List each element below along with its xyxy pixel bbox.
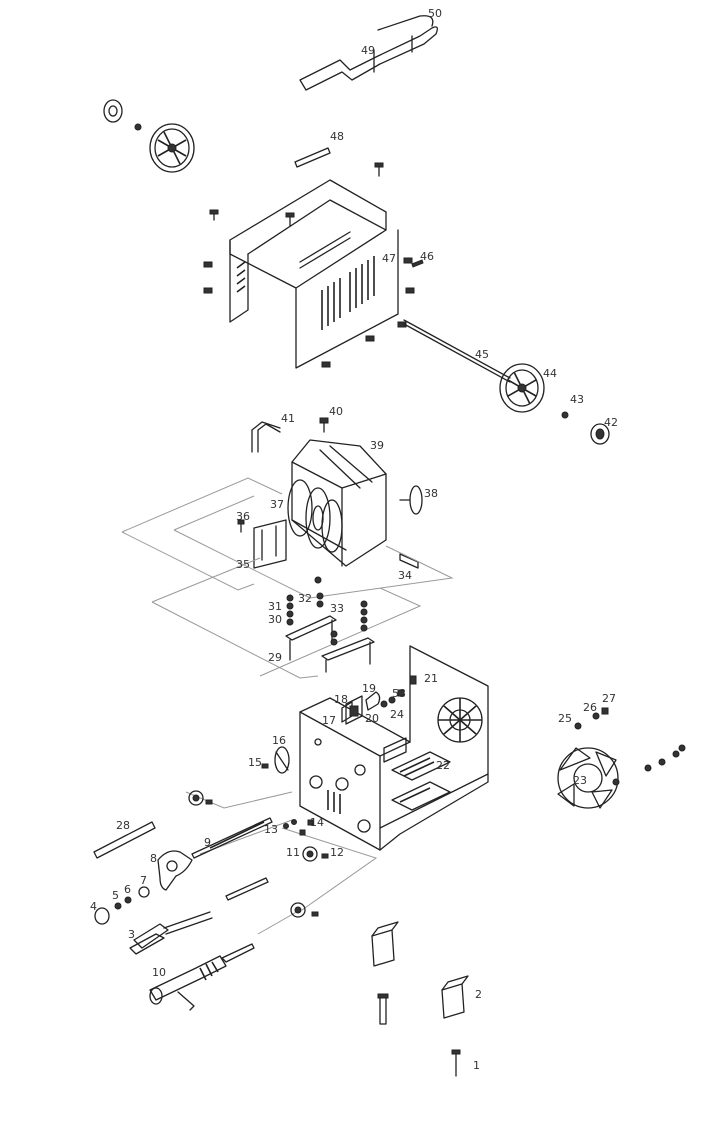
callout-13: 13	[264, 823, 278, 836]
callout-46: 46	[420, 250, 434, 263]
bolt	[377, 993, 389, 1025]
callout-37: 37	[270, 498, 284, 511]
callout-10: 10	[152, 966, 166, 979]
callout-50: 50	[428, 7, 442, 20]
callout-20: 20	[365, 712, 379, 725]
foot-left	[371, 921, 399, 967]
cable-gland-upper	[188, 790, 213, 806]
small-parts-4-7	[94, 886, 150, 925]
callout-38: 38	[424, 487, 438, 500]
cable-9	[191, 817, 273, 859]
switch-parts	[341, 675, 417, 725]
axle-rod-48	[294, 147, 331, 168]
callout-36: 36	[236, 510, 250, 523]
carry-handle	[299, 15, 438, 91]
callout-40: 40	[329, 405, 343, 418]
terminals-11-14	[283, 819, 329, 862]
callout-32: 32	[298, 592, 312, 605]
callout-1: 1	[473, 1059, 480, 1072]
cable-gland-lower	[290, 902, 319, 918]
bracket-34	[399, 553, 419, 569]
callout-33: 33	[330, 602, 344, 615]
callout-29: 29	[268, 651, 282, 664]
callout-22: 22	[436, 759, 450, 772]
top-cover-screws	[203, 162, 424, 368]
callout-17: 17	[322, 714, 336, 727]
knob-16	[261, 746, 290, 774]
callout-labels: 50 49 48 47 46 45 44 43 42 41 40 39 38 3…	[90, 7, 618, 1072]
callout-5: 5	[112, 889, 119, 902]
callout-43: 43	[570, 393, 584, 406]
top-cover-47	[229, 179, 399, 369]
callout-14: 14	[310, 816, 324, 829]
callout-27: 27	[602, 692, 616, 705]
callout-21: 21	[424, 672, 438, 685]
rectifier-plate-35	[237, 519, 287, 569]
callout-19: 19	[362, 682, 376, 695]
callout-4: 4	[90, 900, 97, 913]
rear-wheel-left	[103, 99, 195, 173]
callout-44: 44	[543, 367, 557, 380]
callout-25: 25	[558, 712, 572, 725]
callout-15: 15	[248, 756, 262, 769]
callout-31: 31	[268, 600, 282, 613]
callout-48: 48	[330, 130, 344, 143]
callout-7: 7	[140, 874, 147, 887]
callout-6: 6	[124, 883, 131, 896]
rectifier-bars	[285, 576, 375, 673]
callout-47: 47	[382, 252, 396, 265]
grip-8	[157, 850, 193, 891]
callout-28: 28	[116, 819, 130, 832]
clamp-38	[399, 485, 423, 515]
bolt-1	[451, 1049, 461, 1077]
callout-12: 12	[330, 846, 344, 859]
callout-49: 49	[361, 44, 375, 57]
callout-18: 18	[334, 693, 348, 706]
callout-45: 45	[475, 348, 489, 361]
bracket-41	[251, 417, 329, 453]
callout-34: 34	[398, 569, 412, 582]
callout-41: 41	[281, 412, 295, 425]
callout-30: 30	[268, 613, 282, 626]
callout-2: 2	[475, 988, 482, 1001]
callout-35: 35	[236, 558, 250, 571]
electrode-holder-10	[149, 943, 255, 1011]
callout-42: 42	[604, 416, 618, 429]
cable-28	[93, 821, 156, 859]
base-chassis-22	[299, 645, 489, 851]
earth-clamp-3	[129, 911, 213, 955]
wiring-outline	[121, 477, 454, 935]
callout-9: 9	[204, 836, 211, 849]
callout-16: 16	[272, 734, 286, 747]
callout-8: 8	[150, 852, 157, 865]
callout-3: 3	[128, 928, 135, 941]
foot-2	[441, 975, 469, 1019]
transformer-39	[287, 439, 387, 567]
callout-26: 26	[583, 701, 597, 714]
fan-23	[557, 707, 686, 809]
callout-53: 53	[392, 687, 406, 700]
callout-24: 24	[390, 708, 404, 721]
cable-mid	[225, 877, 269, 901]
callout-11: 11	[286, 846, 300, 859]
callout-39: 39	[370, 439, 384, 452]
axle-and-wheel	[403, 319, 610, 445]
callout-23: 23	[573, 774, 587, 787]
